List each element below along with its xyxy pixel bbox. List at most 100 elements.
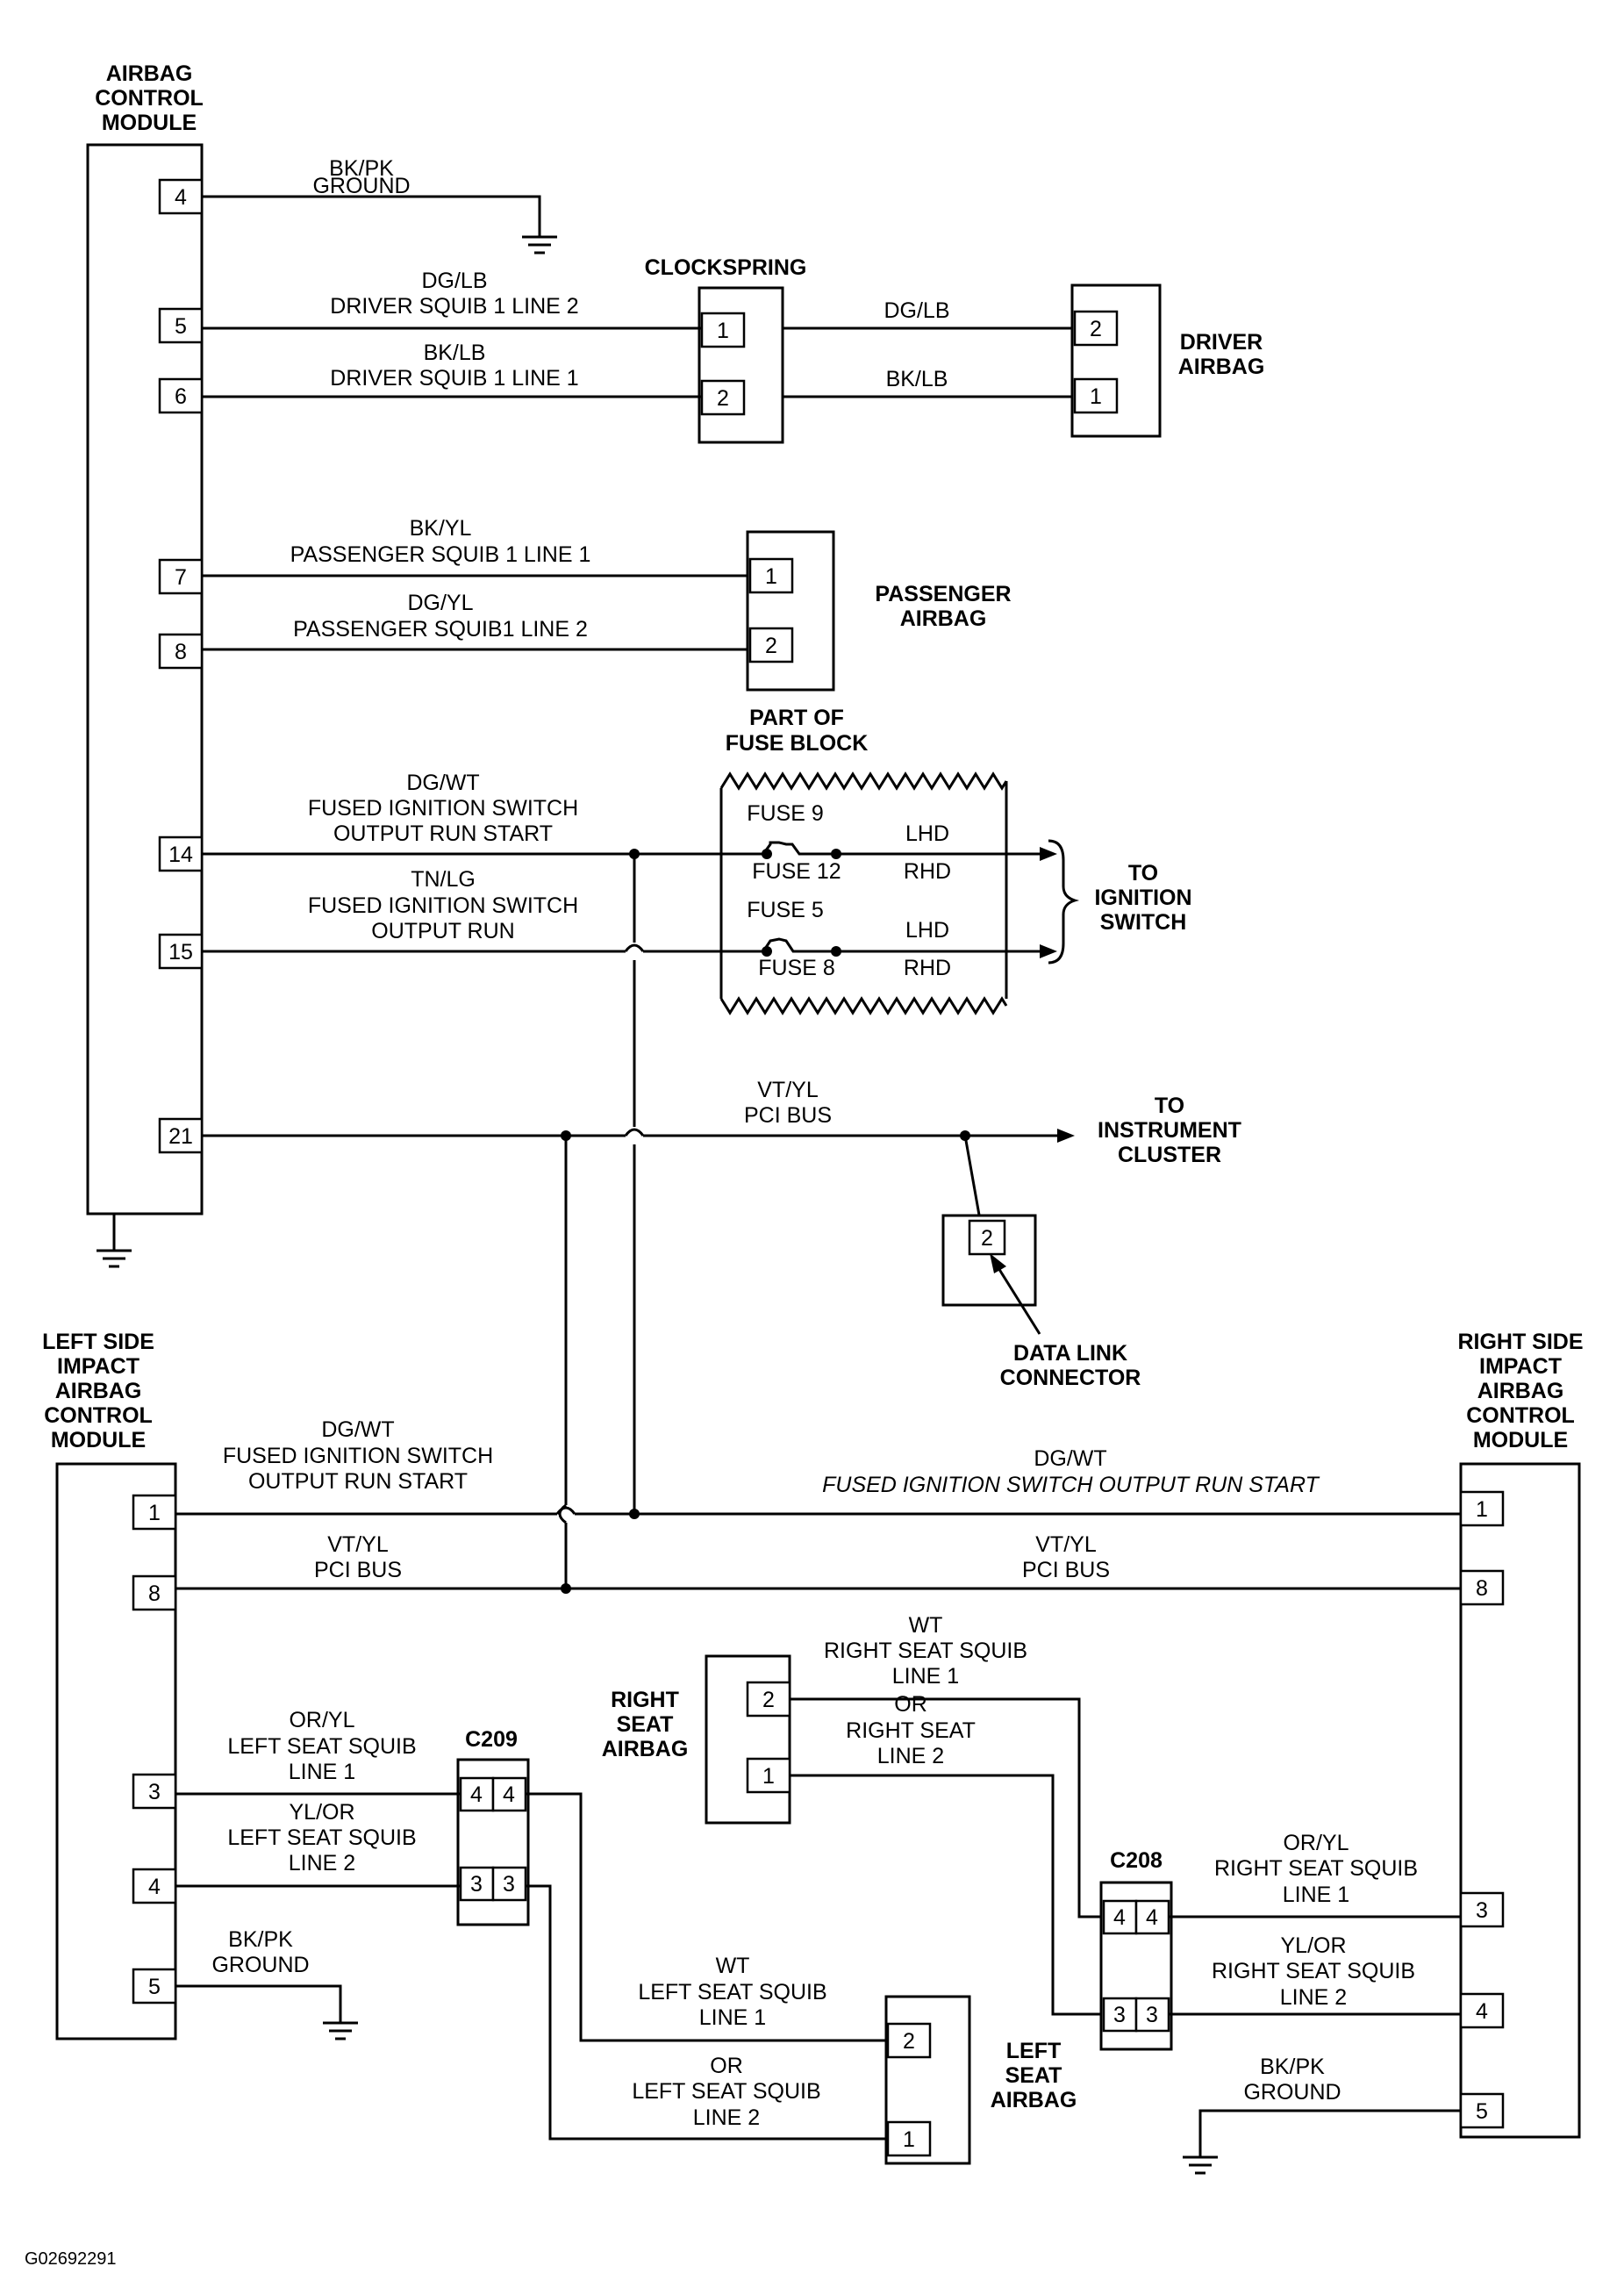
clockspring-pin-2 [700,379,746,416]
wire-pass-line2-color: DG/YL [407,591,473,615]
wire-ls-wt-desc-2: LINE 1 [699,2005,766,2030]
wire-ign-run: TN/LG FUSED IGNITION SWITCH OUTPUT RUN [202,867,1057,958]
wire-ign-run-start-desc-1: FUSED IGNITION SWITCH [308,796,578,821]
right-seat-airbag-pin-1-label: 1 [762,1764,775,1789]
acm-pin-6-label: 6 [175,384,187,409]
driver-airbag-pin-2 [1073,310,1119,347]
clockspring-body [698,286,784,444]
wire-ls-or-desc-2: LINE 2 [693,2105,760,2130]
c209-title: C209 [465,1727,518,1752]
vertical-ign-drop [629,854,640,1519]
right-module-pin-1-label: 1 [1476,1497,1488,1522]
wire-pci-top-color: VT/YL [757,1078,819,1102]
right-seat-airbag-title-2: SEAT [617,1712,674,1737]
c208-pin-4a [1102,1899,1138,1935]
wire-left-seat-or: OR LEFT SEAT SQUIB LINE 2 [526,1884,888,2141]
wire-left-ign-desc-2: OUTPUT RUN START [248,1469,468,1494]
wire-side-ign: DG/WT FUSED IGNITION SWITCH OUTPUT RUN S… [175,1417,1461,1516]
right-module-body [1459,1462,1581,2139]
driver-airbag: 2 1 DRIVER AIRBAG [1070,283,1265,438]
acm-ground-symbol [97,1214,132,1268]
wire-cs-dglb-color: DG/LB [884,298,949,323]
wire-ground-right: BK/PK GROUND [1183,2055,1461,2175]
right-module-pin-3 [1459,1891,1505,1928]
right-module-title-1: RIGHT SIDE [1457,1330,1583,1354]
data-link-connector: 2 DATA LINK CONNECTOR [941,1135,1141,1390]
left-seat-airbag-title-2: SEAT [1005,2063,1062,2088]
figure-id: G02692291 [25,2249,117,2269]
wire-ground-top-color: BK/PK [329,156,394,181]
driver-airbag-pin-2-label: 2 [1090,317,1102,341]
wire-right-pci-desc: PCI BUS [1022,1558,1110,1582]
wire-ls-or-color: OR [710,2054,743,2078]
passenger-airbag-pin-1 [748,557,794,594]
fuse-block-bottom-edge [719,996,1008,1015]
wire-left-ign-desc-1: FUSED IGNITION SWITCH [223,1444,493,1468]
right-module-title-4: CONTROL [1466,1403,1575,1428]
acm-pins: 4 5 6 7 8 14 15 21 [158,178,204,1154]
driver-airbag-title-2: AIRBAG [1178,355,1265,379]
left-seat-airbag-title-1: LEFT [1006,2039,1062,2063]
wire-rs-oryl-desc-2: LINE 1 [1283,1883,1349,1907]
to-cluster-title-1: TO [1155,1094,1184,1118]
c208-pin-3a-label: 3 [1113,2003,1126,2027]
left-module-pin-4 [132,1868,177,1904]
acm-pin-8-label: 8 [175,640,187,664]
acm-pin-4-label: 4 [175,185,187,210]
wire-right-ign-desc: FUSED IGNITION SWITCH OUTPUT RUN START [822,1473,1320,1497]
c208-pin-3a [1102,1997,1138,2033]
wire-left-seat-ylor: YL/OR LEFT SEAT SQUIB LINE 2 [175,1800,461,1888]
passenger-airbag-pin-2-label: 2 [765,634,777,658]
clockspring: CLOCKSPRING 1 2 [645,255,807,444]
wire-right-seat-ylor: YL/OR RIGHT SEAT SQUIB LINE 2 [1169,1933,1461,2016]
wire-rs-ylor-color: YL/OR [1280,1933,1346,1958]
wire-ls-wt-color: WT [716,1954,750,1978]
wire-left-pci-desc: PCI BUS [314,1558,402,1582]
wire-rs-ylor-desc-2: LINE 2 [1280,1985,1347,2010]
acm-pin-7-label: 7 [175,565,187,590]
right-module-pin-3-label: 3 [1476,1898,1488,1923]
c209-pin-3a-label: 3 [470,1872,483,1897]
fuse-block-top-edge [719,771,1008,791]
crossover-side-ign [555,1506,576,1515]
right-module-pin-8 [1459,1569,1505,1606]
right-module-title-3: AIRBAG [1477,1379,1564,1403]
wire-ls-or-desc-1: LEFT SEAT SQUIB [632,2079,820,2104]
right-module-pin-4-label: 4 [1476,1999,1488,2024]
wire-rs-ylor-desc-1: RIGHT SEAT SQUIB [1212,1959,1415,1983]
fuse-12-hand: RHD [904,859,951,884]
wire-ground-left-color: BK/PK [228,1927,293,1952]
clockspring-pin-1-label: 1 [717,319,729,343]
fuse-12-label: FUSE 12 [752,859,841,884]
acm-body [86,143,204,1216]
left-module-pin-3-label: 3 [148,1780,161,1804]
right-seat-airbag-title-1: RIGHT [611,1688,679,1712]
acm-pin-8 [158,633,204,670]
wire-right-seat-or: OR RIGHT SEAT LINE 2 [790,1692,1104,2016]
left-seat-airbag-pin-2-label: 2 [903,2029,915,2054]
wire-cs-bklb-color: BK/LB [886,367,948,391]
wire-pci-top-desc: PCI BUS [744,1103,832,1128]
left-module-pin-8 [132,1574,177,1611]
to-ignition-title-3: SWITCH [1100,910,1187,935]
dlc-pin-2-label: 2 [981,1226,993,1251]
left-module-title-4: CONTROL [44,1403,153,1428]
right-module-pin-5-label: 5 [1476,2099,1488,2124]
c208-title: C208 [1110,1848,1163,1873]
right-module-title-2: IMPACT [1479,1354,1562,1379]
right-module-pin-4 [1459,1992,1505,2029]
clockspring-title: CLOCKSPRING [645,255,807,280]
left-seat-airbag-pin-2 [886,2022,932,2059]
wire-rs-wt-desc-1: RIGHT SEAT SQUIB [824,1639,1027,1663]
c208-pin-4b-label: 4 [1146,1905,1158,1930]
wire-rs-or-desc-1: RIGHT SEAT [846,1718,976,1743]
right-seat-airbag-title-3: AIRBAG [602,1737,689,1761]
left-seat-airbag-pin-1 [886,2120,932,2157]
arrow-pci-top [1057,1129,1075,1143]
wire-ign-run-start: DG/WT FUSED IGNITION SWITCH OUTPUT RUN S… [202,771,1057,861]
connector-c208: C208 4 4 3 3 [1099,1848,1173,2051]
wire-rs-or-color: OR [894,1692,927,1717]
wire-pci-top: VT/YL PCI BUS [202,1078,1075,1143]
wire-pass-line1-desc: PASSENGER SQUIB 1 LINE 1 [290,542,591,567]
driver-airbag-pin-1 [1073,377,1119,414]
